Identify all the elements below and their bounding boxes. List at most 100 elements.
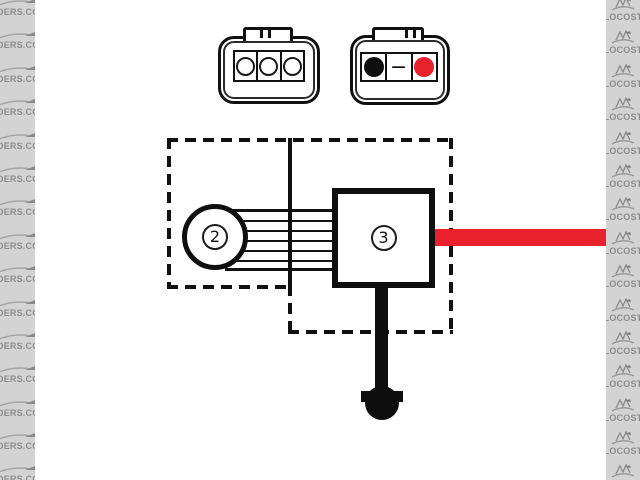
locost-logo-icon bbox=[611, 296, 635, 312]
locost-logo-icon bbox=[611, 330, 635, 345]
watermark-swoosh-icon bbox=[0, 199, 35, 206]
watermark-text: DERS.CO bbox=[0, 40, 35, 51]
watermark-unit: LOCOST bbox=[606, 163, 640, 196]
watermark-text: LOCOST bbox=[606, 379, 640, 390]
watermark-swoosh-icon bbox=[0, 466, 35, 473]
dashed-boundary-left-bottom bbox=[167, 285, 288, 289]
watermark-unit: LOCOST bbox=[606, 363, 640, 396]
connector-3pin-plain bbox=[218, 27, 320, 104]
watermark-text: LOCOST bbox=[606, 145, 640, 156]
wire-line bbox=[225, 240, 332, 242]
component-2-circle: 2 bbox=[182, 204, 248, 270]
locost-logo-icon bbox=[611, 196, 635, 212]
watermark-unit: DERS.CO bbox=[0, 429, 35, 462]
wire-line bbox=[225, 268, 332, 271]
watermark-unit: LOCOST bbox=[606, 196, 640, 229]
watermark-swoosh-icon bbox=[0, 132, 35, 139]
watermark-unit: DERS.CO bbox=[0, 396, 35, 429]
watermark-text: LOCOST bbox=[606, 178, 640, 189]
watermark-text: LOCOST bbox=[606, 412, 640, 423]
watermark-band-right: LOCOST LOCOST LOCOST LOCOST bbox=[606, 0, 640, 480]
connector-tab bbox=[372, 27, 424, 41]
watermark-text: LOCOST bbox=[606, 45, 640, 56]
ring-terminal-icon bbox=[365, 386, 399, 420]
watermark-unit: DERS.CO bbox=[0, 195, 35, 228]
watermark-unit: LOCOST bbox=[606, 230, 640, 263]
watermark-unit: DERS.CO bbox=[0, 329, 35, 362]
watermark-text: LOCOST bbox=[606, 78, 640, 89]
tab-notch bbox=[260, 30, 263, 38]
locost-logo-icon bbox=[611, 0, 635, 11]
watermark-text: DERS.CO bbox=[0, 407, 35, 418]
watermark-unit: DERS.CO bbox=[0, 262, 35, 295]
watermark-swoosh-icon bbox=[0, 0, 35, 6]
watermark-unit: DERS.CO bbox=[0, 162, 35, 195]
watermark-unit: LOCOST bbox=[606, 330, 640, 363]
watermark-swoosh-icon bbox=[0, 32, 35, 39]
wire-line bbox=[225, 230, 332, 232]
watermark-text: DERS.CO bbox=[0, 207, 35, 218]
tab-notch bbox=[413, 30, 416, 38]
watermark-swoosh-icon bbox=[0, 65, 35, 73]
watermark-text: LOCOST bbox=[606, 212, 640, 223]
watermark-swoosh-icon bbox=[0, 433, 35, 440]
watermark-text: DERS.CO bbox=[0, 441, 35, 452]
solid-divider-line bbox=[288, 138, 292, 287]
pin-cell bbox=[413, 54, 436, 80]
watermark-text: DERS.CO bbox=[0, 307, 35, 318]
watermark-band-left: DERS.CO DERS.CO DERS.CO DERS.CO bbox=[0, 0, 35, 480]
tab-notch bbox=[405, 30, 408, 38]
watermark-text: LOCOST bbox=[606, 279, 640, 290]
locost-logo-icon bbox=[611, 29, 635, 45]
pin-no-wire-dash: — bbox=[391, 59, 407, 75]
watermark-text: DERS.CO bbox=[0, 340, 35, 351]
watermark-swoosh-icon bbox=[0, 399, 35, 407]
black-ground-wire bbox=[375, 285, 388, 395]
watermark-unit: LOCOST bbox=[606, 296, 640, 330]
pin-cell bbox=[282, 52, 303, 80]
watermark-unit: DERS.CO bbox=[0, 362, 35, 395]
watermark-unit: DERS.CO bbox=[0, 62, 35, 95]
connector-tab bbox=[243, 27, 293, 42]
component-2-number: 2 bbox=[209, 227, 221, 246]
watermark-unit: DERS.CO bbox=[0, 296, 35, 329]
watermark-text: DERS.CO bbox=[0, 474, 35, 480]
component-2-label: 2 bbox=[202, 224, 228, 250]
locost-logo-icon bbox=[611, 230, 635, 245]
watermark-text: DERS.CO bbox=[0, 73, 35, 84]
watermark-unit: DERS.CO bbox=[0, 229, 35, 262]
pin-cell bbox=[235, 52, 259, 80]
wire-line bbox=[225, 209, 332, 212]
watermark-swoosh-icon bbox=[0, 366, 35, 373]
watermark-swoosh-icon bbox=[0, 266, 35, 273]
pin-cell bbox=[258, 52, 282, 80]
watermark-unit: LOCOST bbox=[606, 96, 640, 129]
watermark-text: LOCOST bbox=[606, 112, 640, 123]
watermark-swoosh-icon bbox=[0, 332, 35, 340]
watermark-unit: LOCOST bbox=[606, 263, 640, 296]
watermark-text: DERS.CO bbox=[0, 274, 35, 285]
locost-logo-icon bbox=[611, 130, 635, 145]
watermark-unit: DERS.CO bbox=[0, 0, 35, 28]
tab-notch bbox=[268, 30, 271, 38]
pin-cell bbox=[362, 54, 388, 80]
watermark-unit: LOCOST bbox=[606, 397, 640, 430]
locost-logo-icon bbox=[611, 463, 635, 479]
watermark-text: LOCOST bbox=[606, 245, 640, 256]
locost-logo-icon bbox=[611, 397, 635, 412]
connector-inner-outline bbox=[223, 41, 315, 99]
pin-empty-icon bbox=[259, 56, 279, 76]
watermark-unit: DERS.CO bbox=[0, 462, 35, 480]
locost-logo-icon bbox=[611, 163, 635, 178]
red-power-wire bbox=[435, 229, 606, 246]
locost-logo-icon bbox=[611, 430, 635, 445]
connector-inner-outline bbox=[355, 40, 445, 100]
watermark-unit: LOCOST bbox=[606, 463, 640, 480]
dashed-boundary-left bbox=[167, 138, 171, 287]
watermark-text: DERS.CO bbox=[0, 240, 35, 251]
dashed-boundary-right-bottom bbox=[288, 330, 453, 334]
watermark-text: DERS.CO bbox=[0, 374, 35, 385]
wire-line bbox=[225, 260, 332, 262]
watermark-text: LOCOST bbox=[606, 312, 640, 323]
